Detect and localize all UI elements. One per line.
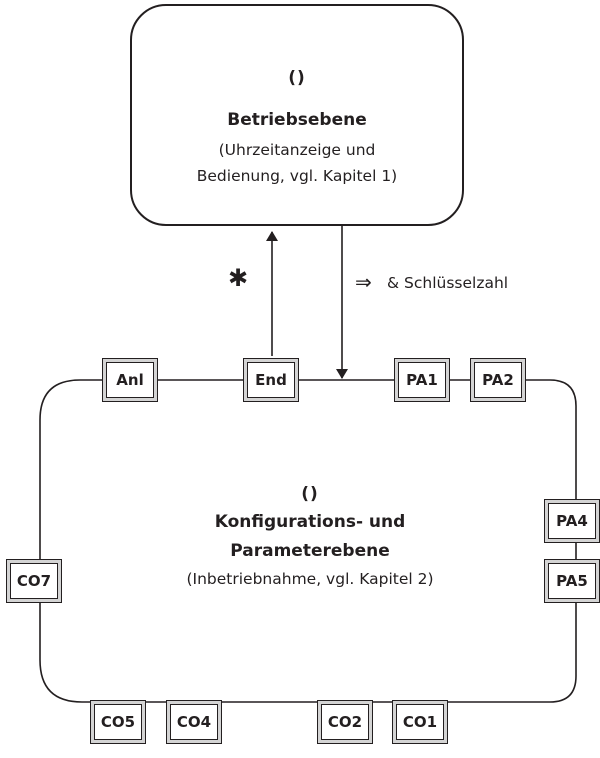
node-end: End	[243, 358, 299, 402]
operating-level-title: Betriebsebene	[227, 110, 367, 130]
operating-level-symbol: ()	[288, 68, 306, 88]
config-level-desc: (Inbetriebnahme, vgl. Kapitel 2)	[186, 570, 434, 588]
config-level-title-1: Konfigurations- und	[214, 512, 406, 532]
node-pa2: PA2	[470, 358, 526, 402]
operating-level-box	[130, 4, 464, 226]
node-co2: CO2	[317, 700, 373, 744]
config-level-title-2: Parameterebene	[230, 541, 390, 561]
node-pa5: PA5	[544, 559, 600, 603]
asterisk-key-label: ✱	[228, 264, 249, 292]
node-co1: CO1	[392, 700, 448, 744]
config-level-symbol: ()	[301, 484, 319, 504]
node-co7: CO7	[6, 559, 62, 603]
node-pa1: PA1	[394, 358, 450, 402]
parameter-loop	[39, 379, 577, 703]
operating-level-desc-1: (Uhrzeitanzeige und	[218, 141, 376, 159]
node-co4: CO4	[166, 700, 222, 744]
operating-level-desc-2: Bedienung, vgl. Kapitel 1)	[196, 167, 398, 185]
node-co5: CO5	[90, 700, 146, 744]
node-pa4: PA4	[544, 499, 600, 543]
enter-key-icon: ⇒	[355, 270, 372, 294]
node-anl: Anl	[102, 358, 158, 402]
key-number-label: & Schlüsselzahl	[387, 274, 509, 292]
